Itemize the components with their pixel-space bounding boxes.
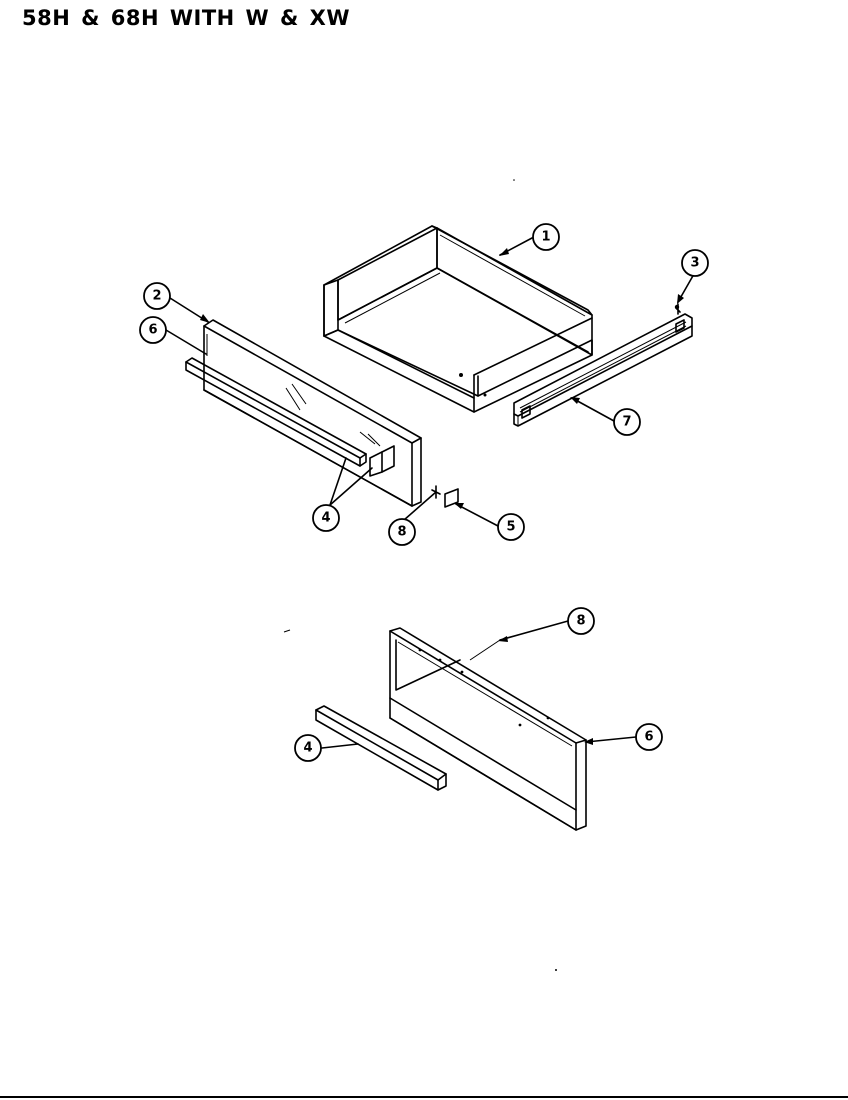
callout-8-lower: 8 bbox=[567, 607, 595, 635]
bottom-rule bbox=[0, 1096, 848, 1098]
callout-6-lower: 6 bbox=[635, 723, 663, 751]
callout-4-upper: 4 bbox=[312, 504, 340, 532]
callout-label: 6 bbox=[148, 323, 157, 338]
callout-8-upper: 8 bbox=[388, 518, 416, 546]
leader-lines bbox=[165, 237, 695, 749]
callout-label: 1 bbox=[541, 230, 550, 245]
callout-label: 6 bbox=[644, 730, 653, 745]
callout-label: 4 bbox=[321, 511, 330, 526]
callout-2: 2 bbox=[143, 282, 171, 310]
callout-label: 3 bbox=[690, 256, 699, 271]
callout-5: 5 bbox=[497, 513, 525, 541]
callout-label: 7 bbox=[622, 415, 631, 430]
callout-label: 4 bbox=[303, 741, 312, 756]
callout-7: 7 bbox=[613, 408, 641, 436]
callout-label: 5 bbox=[506, 520, 515, 535]
drawer-front-panel bbox=[203, 319, 459, 508]
callout-6-upper: 6 bbox=[139, 316, 167, 344]
drawer-front-lower bbox=[389, 627, 587, 831]
handle-trim-lower bbox=[315, 705, 447, 791]
callout-label: 8 bbox=[576, 614, 585, 629]
callout-1: 1 bbox=[532, 223, 560, 251]
callout-4-lower: 4 bbox=[294, 734, 322, 762]
callout-label: 2 bbox=[152, 289, 161, 304]
callout-label: 8 bbox=[397, 525, 406, 540]
callout-3: 3 bbox=[681, 249, 709, 277]
drawer-box bbox=[323, 225, 593, 413]
slide-rail bbox=[513, 303, 693, 427]
diagram-title: 58H & 68H WITH W & XW bbox=[22, 6, 350, 30]
handle-trim-upper bbox=[185, 357, 367, 467]
